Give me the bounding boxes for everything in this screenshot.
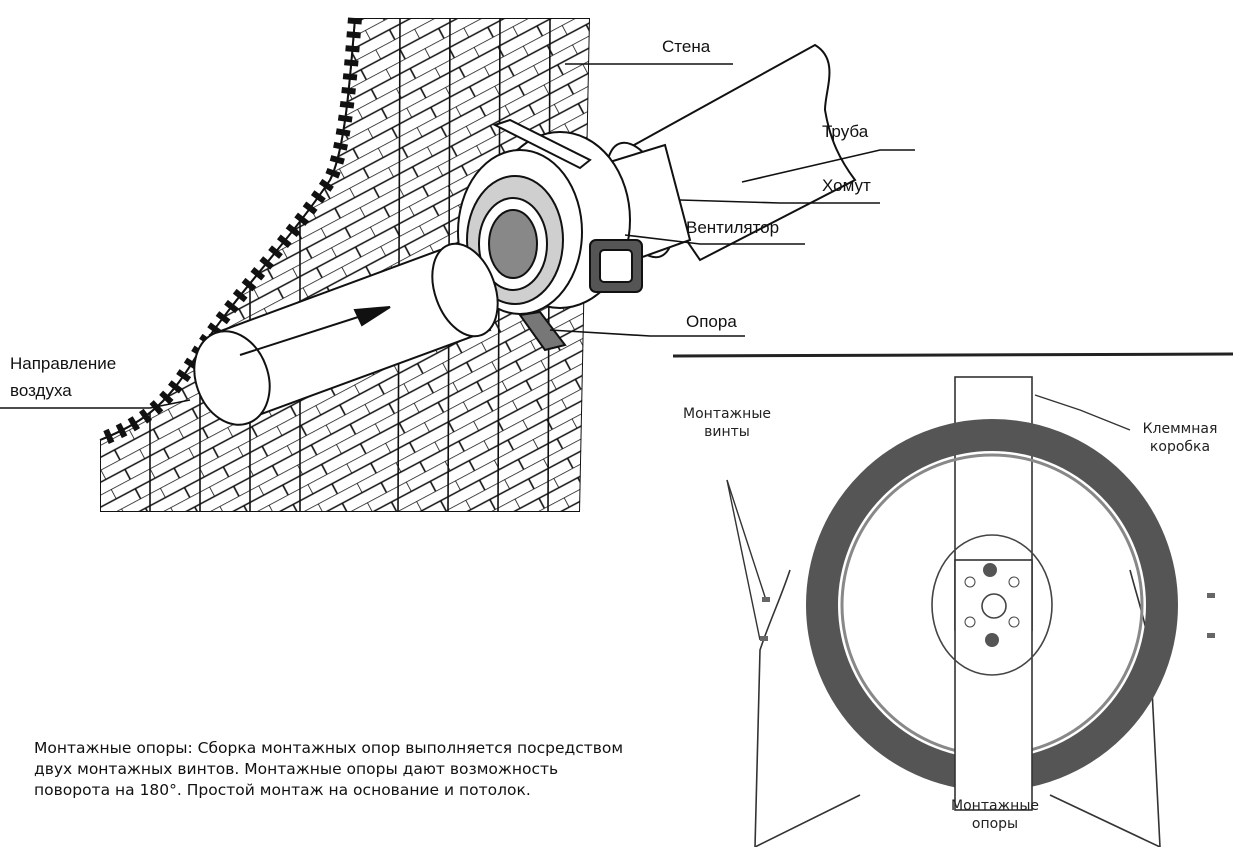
label-terminal-box-1: Клеммная (1142, 421, 1218, 437)
label-terminal-box-2: коробка (1149, 439, 1211, 455)
label-mounting-screws-2: винты (704, 424, 750, 440)
label-mounting-screws-1: Монтажные (683, 406, 771, 422)
label-mounting-screws: Монтажные винты (662, 405, 792, 441)
leader-lines (0, 63, 915, 409)
inlet-pipe-drawing (193, 242, 499, 426)
label-wall: Стена (662, 37, 711, 56)
label-fan: Вентилятор (686, 218, 780, 237)
label-air-direction-1: Направление (10, 354, 117, 373)
label-air-direction-2: воздуха (10, 381, 72, 400)
label-mounting-supports-2: опоры (971, 816, 1019, 832)
mounting-description: Монтажные опоры: Сборка монтажных опор в… (34, 739, 624, 799)
label-mounting-supports-1: Монтажные (951, 798, 1039, 814)
label-mounting-supports: Монтажные опоры (935, 797, 1055, 833)
label-pipe: Труба (822, 122, 869, 141)
label-support: Опора (686, 312, 737, 331)
label-clamp: Хомут (822, 176, 871, 195)
label-terminal-box: Клеммная коробка (1130, 420, 1230, 456)
detail-drawing (672, 352, 1233, 847)
